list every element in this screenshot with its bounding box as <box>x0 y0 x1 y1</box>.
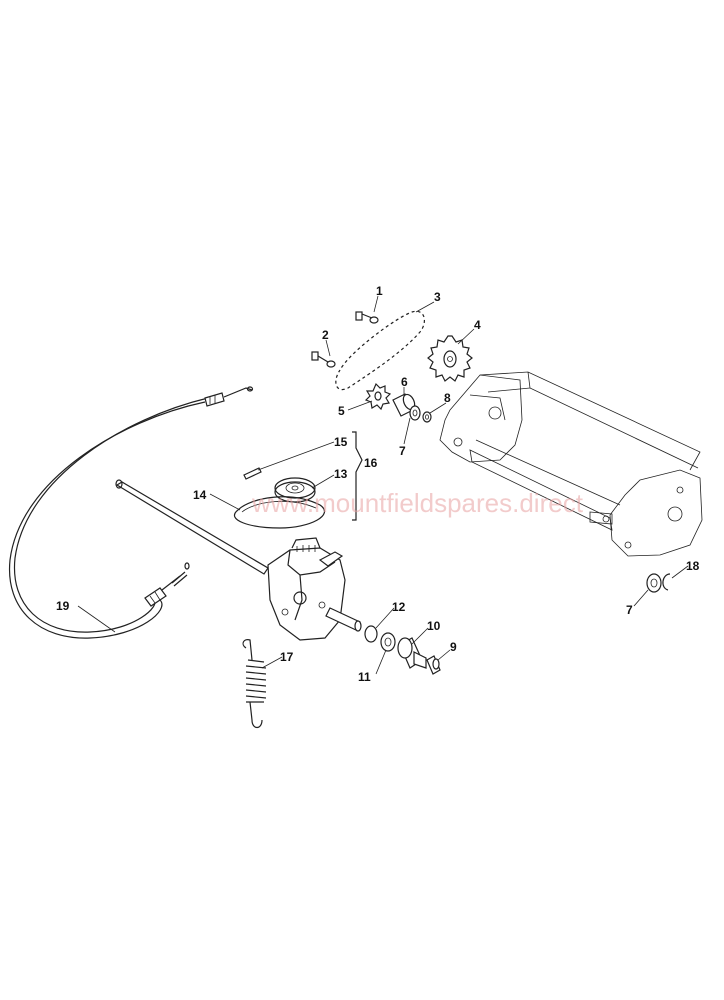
label-7-left: 7 <box>399 444 406 458</box>
roll-pin <box>243 467 262 480</box>
small-sprocket <box>364 382 392 411</box>
roller-frame <box>439 371 703 557</box>
group-bracket <box>352 431 363 521</box>
large-sprocket <box>427 335 473 382</box>
drive-shaft <box>115 479 269 575</box>
label-17: 17 <box>280 650 294 664</box>
label-15: 15 <box>334 435 348 449</box>
label-5: 5 <box>338 404 345 418</box>
label-8: 8 <box>444 391 451 405</box>
label-10: 10 <box>427 619 441 633</box>
washer-right <box>646 573 662 593</box>
washer <box>409 405 421 421</box>
label-18: 18 <box>686 559 700 573</box>
e-clip <box>662 573 671 591</box>
label-7-right: 7 <box>626 603 633 617</box>
drive-chain <box>334 310 426 391</box>
part-labels: 1 2 3 4 5 6 7 8 9 10 11 12 13 14 15 16 1… <box>56 284 700 684</box>
drive-belt <box>234 496 326 529</box>
label-13: 13 <box>334 467 348 481</box>
circlip <box>364 625 378 643</box>
spring <box>242 639 267 729</box>
label-11: 11 <box>358 670 371 684</box>
bearing <box>380 632 396 652</box>
gearbox <box>267 537 362 641</box>
bush-end <box>426 655 441 675</box>
label-19: 19 <box>56 599 70 613</box>
label-6: 6 <box>401 375 408 389</box>
watermark-text: www.mountfieldspares.direct <box>251 488 584 518</box>
bolt-small <box>311 351 336 368</box>
label-2: 2 <box>322 328 329 342</box>
label-16: 16 <box>364 456 378 470</box>
control-cable <box>8 386 254 639</box>
label-1: 1 <box>376 284 383 298</box>
washer-small <box>422 411 432 423</box>
label-9: 9 <box>450 640 457 654</box>
leader-lines <box>77 295 689 675</box>
pinion <box>397 637 427 669</box>
label-14: 14 <box>193 488 207 502</box>
label-4: 4 <box>474 318 481 332</box>
label-3: 3 <box>434 290 441 304</box>
label-12: 12 <box>392 600 406 614</box>
bolt <box>355 311 379 324</box>
